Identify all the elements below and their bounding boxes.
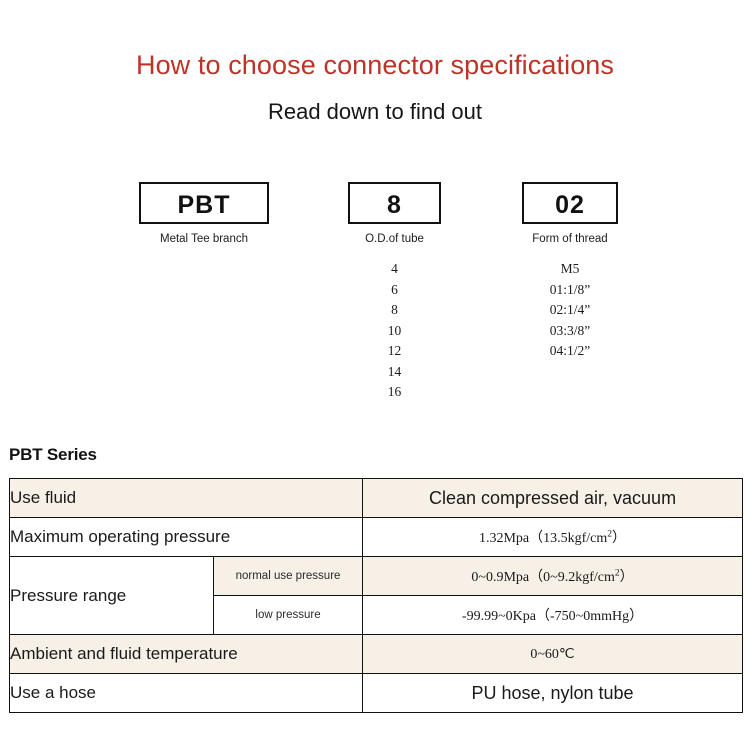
spec-value-normal-use-pressure: 0~0.9Mpa（0~9.2kgf/cm2） xyxy=(362,556,744,596)
code-box-series: PBT xyxy=(139,182,269,224)
spec-value-use-fluid: Clean compressed air, vacuum xyxy=(362,478,744,518)
code-box-thread: 02 xyxy=(522,182,618,224)
code-caption-series: Metal Tee branch xyxy=(159,233,248,245)
code-option: 03:3/8” xyxy=(549,322,591,338)
table-row: Pressure range normal use pressure 0~0.9… xyxy=(9,556,744,635)
code-option: 8 xyxy=(391,302,398,317)
page-title: How to choose connector specifications xyxy=(135,50,615,80)
series-label: PBT Series xyxy=(9,445,97,464)
code-option: 6 xyxy=(391,281,398,297)
code-option: 16 xyxy=(387,384,402,399)
code-caption-thread: Form of thread xyxy=(532,233,608,245)
spec-value-low-pressure: -99.99~0Kpa（-750~0mmHg） xyxy=(362,595,744,635)
spec-value-ambient-temperature: 0~60℃ xyxy=(362,634,744,674)
specification-table: Use fluid Clean compressed air, vacuum M… xyxy=(8,478,744,713)
code-option: 01:1/8” xyxy=(549,281,591,297)
table-row: Ambient and fluid temperature 0~60℃ xyxy=(8,634,744,674)
value-main: 1.32Mpa（13.5kgf/cm xyxy=(478,531,608,546)
code-option: 10 xyxy=(387,322,402,338)
spec-label-ambient-temperature: Ambient and fluid temperature xyxy=(8,634,364,674)
code-option: 14 xyxy=(387,363,402,379)
code-box-od: 8 xyxy=(348,182,441,224)
page-subtitle: Read down to find out xyxy=(267,99,483,124)
spec-label-use-fluid: Use fluid xyxy=(8,478,364,518)
value-superscript: 2 xyxy=(607,529,613,540)
value-superscript: 2 xyxy=(614,568,620,579)
table-row: Maximum operating pressure 1.32Mpa（13.5k… xyxy=(8,517,744,557)
code-option: 02:1/4” xyxy=(549,302,591,317)
spec-label-pressure-range: Pressure range xyxy=(9,556,214,635)
code-options-thread: M5 01:1/8” 02:1/4” 03:3/8” 04:1/2” xyxy=(522,259,618,362)
code-option: 4 xyxy=(391,261,398,276)
value-tail: ） xyxy=(612,531,627,546)
spec-value-max-pressure: 1.32Mpa（13.5kgf/cm2） xyxy=(362,517,744,557)
code-group-series: PBT Metal Tee branch xyxy=(139,182,269,245)
code-option: 04:1/2” xyxy=(549,343,591,358)
code-group-od: 8 O.D.of tube 4 6 8 10 12 14 16 xyxy=(348,182,441,403)
code-option: M5 xyxy=(560,261,580,276)
code-group-thread: 02 Form of thread M5 01:1/8” 02:1/4” 03:… xyxy=(522,182,618,362)
table-row: Use fluid Clean compressed air, vacuum xyxy=(8,478,744,518)
spec-label-max-pressure: Maximum operating pressure xyxy=(8,517,364,557)
spec-sublabel-low-pressure: low pressure xyxy=(212,595,364,635)
spec-value-use-a-hose: PU hose, nylon tube xyxy=(362,673,744,713)
code-options-od: 4 6 8 10 12 14 16 xyxy=(348,259,441,403)
code-option: 12 xyxy=(387,343,402,358)
spec-sublabel-normal-use-pressure: normal use pressure xyxy=(212,556,364,596)
code-caption-od: O.D.of tube xyxy=(365,233,424,245)
table-row: Use a hose PU hose, nylon tube xyxy=(8,673,744,713)
value-tail: ） xyxy=(619,570,634,585)
spec-label-use-a-hose: Use a hose xyxy=(8,673,364,713)
value-main: 0~0.9Mpa（0~9.2kgf/cm xyxy=(471,570,615,585)
